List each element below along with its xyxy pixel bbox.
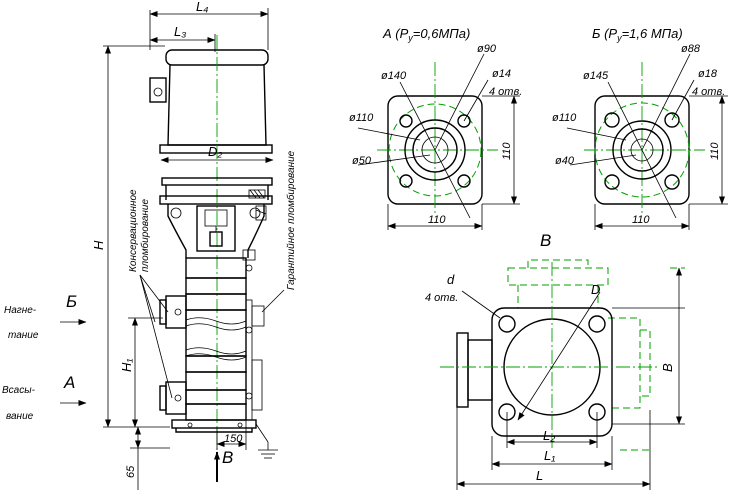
view-B-d: d [447,272,455,287]
seal-conservation-line1: Консервационное [128,189,139,272]
flange-letter-B: Б [66,292,77,311]
flange-B-view: Б (Pу=1,6 МПа) ø145 ø88 ø18 4 отв. ø110 … [552,26,728,230]
dim-H: H [91,240,106,250]
flange-B-d40: ø40 [555,155,575,167]
discharge-label-1: Нагне- [4,305,37,316]
suction-label-2: вание [6,411,34,422]
flange-A-height: 110 [501,142,513,160]
flange-B-width: 110 [632,214,650,226]
view-B-L: L [536,468,543,483]
dim-D2: D₂ [208,144,222,159]
dim-L4: L₄ [196,0,208,14]
flange-A-width: 110 [428,214,446,226]
flange-B-d110: ø110 [552,112,577,124]
flange-B-d145: ø145 [583,70,609,82]
view-arrow-B: B [222,448,233,467]
view-B-D: D [591,282,600,297]
flange-B-title: Б (Pу=1,6 МПа) [592,26,683,43]
dim-L3: L₃ [174,24,186,39]
seal-conservation-line2: пломбирование [139,199,151,272]
flange-A-d140: ø140 [381,70,407,82]
dim-65: 65 [125,465,137,478]
view-B: В D d 4 отв. B [425,231,685,490]
flange-A-d110: ø110 [349,112,374,124]
view-B-title: В [540,231,551,250]
flange-A-view: А (Pу=0,6МПа) ø140 ø90 ø14 4 отв. ø110 ø… [349,26,522,230]
flange-A-d50: ø50 [352,155,372,167]
dim-H1: H₁ [119,359,134,373]
discharge-label-2: тание [8,330,39,341]
suction-label-1: Всасы- [2,385,36,396]
view-B-L2: L₂ [543,428,555,443]
flange-A-holes: 4 отв. [489,86,522,98]
pump-side-view: L₄ L₃ H H₁ 65 D₂ [2,0,297,490]
flange-A-d14: ø14 [492,68,511,80]
flange-A-d90: ø90 [477,43,497,55]
view-B-B: B [660,363,675,372]
flange-B-height: 110 [709,142,721,160]
seal-guarantee: Гарантийное пломбирование [285,150,297,290]
flange-B-holes: 4 отв. [692,86,725,98]
flange-B-d18: ø18 [698,68,718,80]
dim-150: 150 [224,433,243,445]
flange-A-title: А (Pу=0,6МПа) [382,26,470,43]
flange-letter-A: А [63,373,75,392]
view-B-L1: L₁ [544,448,555,463]
view-B-holes: 4 отв. [425,292,458,304]
flange-B-d88: ø88 [681,43,701,55]
